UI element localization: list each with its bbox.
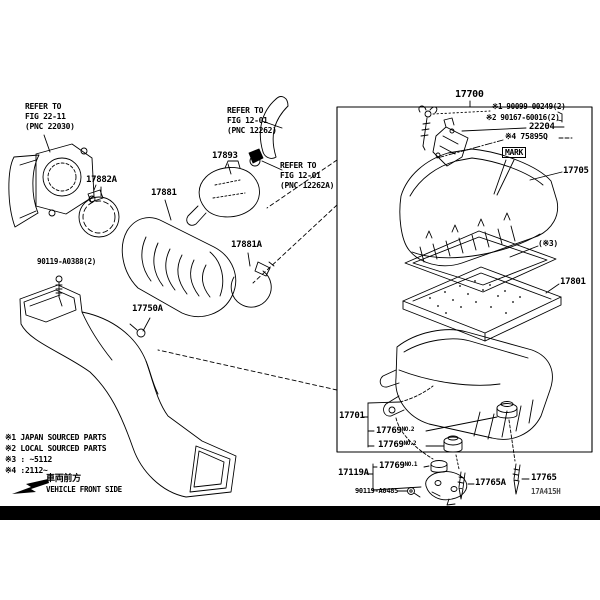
legend-line-note4: ※4 :2112~	[5, 466, 48, 475]
hose-17881-drawing	[121, 199, 237, 317]
clamp-17882A-drawing	[78, 184, 120, 238]
mark-leaders	[493, 159, 515, 196]
mark-callout: MARK	[502, 147, 527, 159]
front-direction-arrow	[12, 479, 49, 494]
part-label-17119A[interactable]: 17119A	[338, 468, 369, 478]
assembly-box	[336, 100, 593, 453]
filter-element-drawing	[402, 266, 562, 342]
stud-17765A-drawing	[457, 471, 475, 500]
part-label-75895Q[interactable]: ※4 75895Q	[505, 132, 548, 141]
refer-note-fig12-01a: REFER TO FIG 12-01 (PNC 12262A)	[280, 161, 335, 190]
legend-line-japan: ※1 JAPAN SOURCED PARTS	[5, 433, 107, 442]
vehicle-front-jp: 車両前方	[46, 474, 81, 484]
stay-17119A-drawing	[425, 471, 468, 506]
drawing-code: 17A415H	[531, 487, 561, 496]
part-label-17881A[interactable]: 17881A	[231, 240, 262, 250]
resonator-17893-drawing	[186, 160, 260, 226]
seal-note: (※3)	[538, 239, 558, 248]
refer-note-fig22-11: REFER TO FIG 22-11 (PNC 22030)	[25, 102, 75, 131]
throttle-body-drawing	[8, 134, 96, 228]
air-cleaner-cap-drawing	[399, 148, 563, 267]
part-label-17700[interactable]: 17700	[455, 89, 484, 100]
part-label-17701[interactable]: 17701	[339, 411, 365, 421]
refer-note-fig12-01: REFER TO FIG 12-01 (PNC 12262)	[227, 106, 277, 135]
leader-lines	[157, 159, 338, 391]
part-label-17765A[interactable]: 17765A	[475, 478, 506, 488]
insulator-no2-center-drawing	[443, 435, 463, 470]
wing-bolt-drawing	[418, 105, 563, 151]
insulator-no2-right-drawing	[496, 401, 518, 462]
air-duct-drawing	[19, 284, 237, 498]
insulator-no1-drawing	[423, 460, 448, 473]
part-label-17705[interactable]: 17705	[563, 166, 589, 176]
hose-clamp-small-drawing	[248, 148, 283, 171]
part-label-17801[interactable]: 17801	[560, 277, 586, 287]
bracket-17119A-lines	[366, 463, 422, 492]
part-label-17769-no2-b[interactable]: 17769NO.2	[378, 440, 417, 450]
bolt-90119-A0485-drawing	[397, 487, 421, 498]
bottom-band	[0, 506, 600, 520]
part-label-90119-A0485[interactable]: 90119-A0485	[355, 487, 399, 495]
part-label-17769-no1[interactable]: 17769NO.1	[379, 461, 418, 471]
part-label-90119-A0388[interactable]: 90119-A0388(2)	[37, 257, 97, 266]
part-label-90099-00249[interactable]: ※1 90099-00249(2)	[492, 102, 566, 111]
part-label-17882A[interactable]: 17882A	[86, 175, 117, 185]
legend-line-note3: ※3 : ~5112	[5, 455, 53, 464]
stud-17765-drawing	[512, 463, 530, 495]
clamp-17881A-drawing	[230, 252, 275, 308]
part-label-22204[interactable]: 22204	[529, 122, 555, 132]
part-label-17750A[interactable]: 17750A	[132, 304, 163, 314]
part-label-17893[interactable]: 17893	[212, 151, 238, 161]
vacuum-hose-drawing	[259, 96, 289, 159]
part-label-17881[interactable]: 17881	[151, 188, 177, 198]
cap-seal-drawing	[404, 230, 557, 293]
part-label-17769-no2-a[interactable]: 17769NO.2	[376, 426, 415, 436]
part-label-90167-60016[interactable]: ※2 90167-60016(2)	[486, 113, 560, 122]
part-label-17765[interactable]: 17765	[531, 473, 557, 483]
vehicle-front-en: VEHICLE FRONT SIDE	[46, 485, 122, 494]
air-cleaner-case-drawing	[379, 329, 553, 460]
case-bracket-lines	[362, 385, 498, 448]
legend-line-local: ※2 LOCAL SOURCED PARTS	[5, 444, 107, 453]
